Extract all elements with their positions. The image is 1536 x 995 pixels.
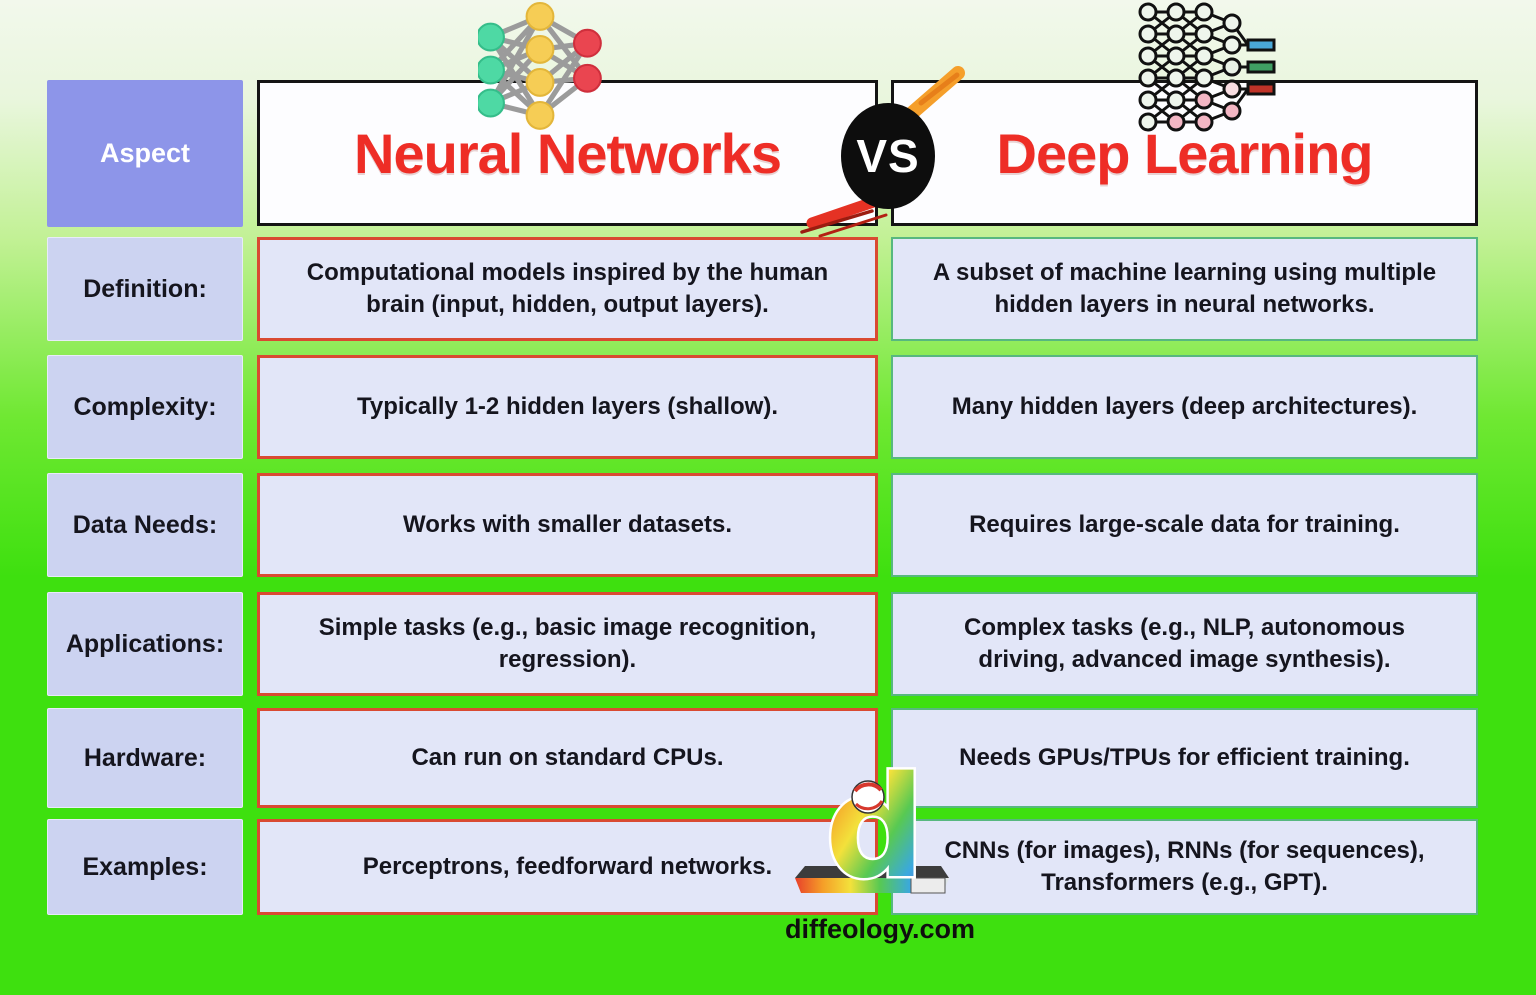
cell-examples-deep-learning: CNNs (for images), RNNs (for sequences),… (891, 819, 1478, 915)
row-label-text: Complexity: (73, 392, 217, 421)
vs-label: VS (856, 130, 920, 182)
vs-badge: VS (841, 103, 935, 209)
deep-learning-title: Deep Learning (996, 121, 1374, 185)
cell-complexity-deep-learning: Many hidden layers (deep architectures). (891, 355, 1478, 459)
cell-text: Needs GPUs/TPUs for efficient training. (959, 744, 1410, 772)
cell-text: CNNs (for images), RNNs (for sequences),… (944, 837, 1425, 896)
row-label-definition: Definition: (47, 237, 243, 341)
cell-hardware-neural-networks: Can run on standard CPUs. (257, 708, 878, 808)
cell-text: Computational models inspired by the hum… (306, 259, 829, 318)
aspect-header-label: Aspect (99, 138, 191, 168)
aspect-header-box: Aspect (47, 80, 243, 227)
cell-text: Typically 1-2 hidden layers (shallow). (356, 393, 779, 421)
row-label-examples: Examples: (47, 819, 243, 915)
row-label-applications: Applications: (47, 592, 243, 696)
watermark-url: diffeology.com (784, 914, 975, 944)
neural-networks-title: Neural Networks (354, 121, 782, 185)
cell-examples-neural-networks: Perceptrons, feedforward networks. (257, 819, 878, 915)
cell-definition-neural-networks: Computational models inspired by the hum… (257, 237, 878, 341)
cell-text: Requires large-scale data for training. (969, 511, 1400, 539)
row-label-complexity: Complexity: (47, 355, 243, 459)
row-label-text: Hardware: (83, 743, 207, 772)
cell-text: Many hidden layers (deep architectures). (951, 393, 1418, 421)
cell-text: A subset of machine learning using multi… (932, 259, 1437, 318)
cell-definition-deep-learning: A subset of machine learning using multi… (891, 237, 1478, 341)
cell-text: Complex tasks (e.g., NLP, autonomous dri… (964, 614, 1405, 673)
cell-hardware-deep-learning: Needs GPUs/TPUs for efficient training. (891, 708, 1478, 808)
row-label-text: Definition: (83, 274, 207, 303)
cell-applications-deep-learning: Complex tasks (e.g., NLP, autonomous dri… (891, 592, 1478, 696)
cell-data-needs-neural-networks: Works with smaller datasets. (257, 473, 878, 577)
neural-networks-title-box: Neural Networks (257, 80, 878, 226)
cell-text: Simple tasks (e.g., basic image recognit… (318, 614, 817, 673)
cell-text: Works with smaller datasets. (402, 511, 732, 539)
cell-complexity-neural-networks: Typically 1-2 hidden layers (shallow). (257, 355, 878, 459)
cell-applications-neural-networks: Simple tasks (e.g., basic image recognit… (257, 592, 878, 696)
cell-text: Can run on standard CPUs. (411, 744, 724, 772)
row-label-data-needs: Data Needs: (47, 473, 243, 577)
row-label-text: Applications: (65, 629, 225, 658)
deep-learning-title-box: Deep Learning (891, 80, 1478, 226)
cell-text: Perceptrons, feedforward networks. (362, 853, 773, 881)
row-label-text: Data Needs: (72, 510, 218, 539)
row-label-hardware: Hardware: (47, 708, 243, 808)
row-label-text: Examples: (82, 852, 208, 881)
cell-data-needs-deep-learning: Requires large-scale data for training. (891, 473, 1478, 577)
